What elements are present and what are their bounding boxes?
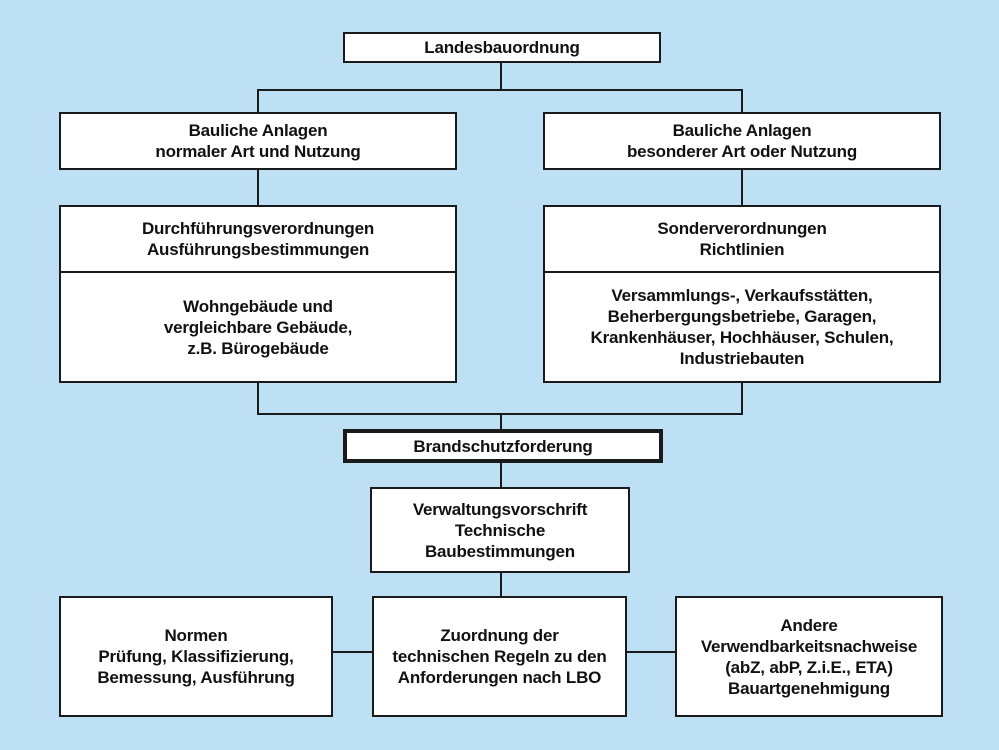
node-brandschutzforderung-label: Brandschutzforderung bbox=[413, 436, 593, 456]
node-andere-nachweise: Andere Verwendbarkeitsnachweise (abZ, ab… bbox=[675, 596, 943, 717]
node-right-examples-label: Versammlungs-, Verkaufsstätten, Beherber… bbox=[590, 286, 894, 368]
node-verwaltungsvorschrift: Verwaltungsvorschrift Technische Baubest… bbox=[370, 487, 630, 573]
connector-left-merge-down bbox=[257, 383, 259, 415]
node-landesbauordnung: Landesbauordnung bbox=[343, 32, 661, 63]
connector-right-to-regs bbox=[741, 170, 743, 205]
connector-root-down bbox=[500, 63, 502, 90]
node-brandschutzforderung: Brandschutzforderung bbox=[343, 429, 663, 463]
connector-fire-to-admin bbox=[500, 462, 502, 487]
connector-right-branch-down bbox=[741, 89, 743, 112]
node-andere-nachweise-label: Andere Verwendbarkeitsnachweise (abZ, ab… bbox=[700, 615, 918, 698]
node-left-regulations: Durchführungsverordnungen Ausführungsbes… bbox=[61, 207, 455, 273]
node-right-examples: Versammlungs-, Verkaufsstätten, Beherber… bbox=[545, 273, 939, 381]
connector-top-horizontal bbox=[257, 89, 743, 91]
node-zuordnung: Zuordnung der technischen Regeln zu den … bbox=[372, 596, 627, 717]
connector-bottom-left-middle bbox=[333, 651, 372, 653]
node-landesbauordnung-label: Landesbauordnung bbox=[424, 38, 580, 57]
node-zuordnung-label: Zuordnung der technischen Regeln zu den … bbox=[392, 626, 607, 687]
connector-left-to-regs bbox=[257, 170, 259, 205]
connector-right-merge-down bbox=[741, 383, 743, 415]
connector-admin-to-bottom bbox=[500, 573, 502, 596]
connector-left-branch-down bbox=[257, 89, 259, 112]
node-branch-normal: Bauliche Anlagen normaler Art und Nutzun… bbox=[59, 112, 457, 170]
node-normen-label: Normen Prüfung, Klassifizierung, Bemessu… bbox=[97, 626, 295, 687]
node-verwaltungsvorschrift-label: Verwaltungsvorschrift Technische Baubest… bbox=[412, 499, 588, 561]
connector-merge-to-fire bbox=[500, 413, 502, 429]
node-branch-normal-label: Bauliche Anlagen normaler Art und Nutzun… bbox=[155, 121, 361, 161]
node-left-regulations-label: Durchführungsverordnungen Ausführungsbes… bbox=[141, 219, 375, 259]
node-left-examples-label: Wohngebäude und vergleichbare Gebäude, z… bbox=[163, 296, 353, 358]
node-right-group: Sonderverordnungen Richtlinien Versammlu… bbox=[543, 205, 941, 383]
node-left-group: Durchführungsverordnungen Ausführungsbes… bbox=[59, 205, 457, 383]
connector-bottom-middle-right bbox=[627, 651, 675, 653]
node-right-regulations: Sonderverordnungen Richtlinien bbox=[545, 207, 939, 273]
node-branch-special: Bauliche Anlagen besonderer Art oder Nut… bbox=[543, 112, 941, 170]
node-branch-special-label: Bauliche Anlagen besonderer Art oder Nut… bbox=[626, 121, 858, 161]
node-normen: Normen Prüfung, Klassifizierung, Bemessu… bbox=[59, 596, 333, 717]
node-left-examples: Wohngebäude und vergleichbare Gebäude, z… bbox=[61, 273, 455, 381]
node-right-regulations-label: Sonderverordnungen Richtlinien bbox=[657, 219, 827, 259]
